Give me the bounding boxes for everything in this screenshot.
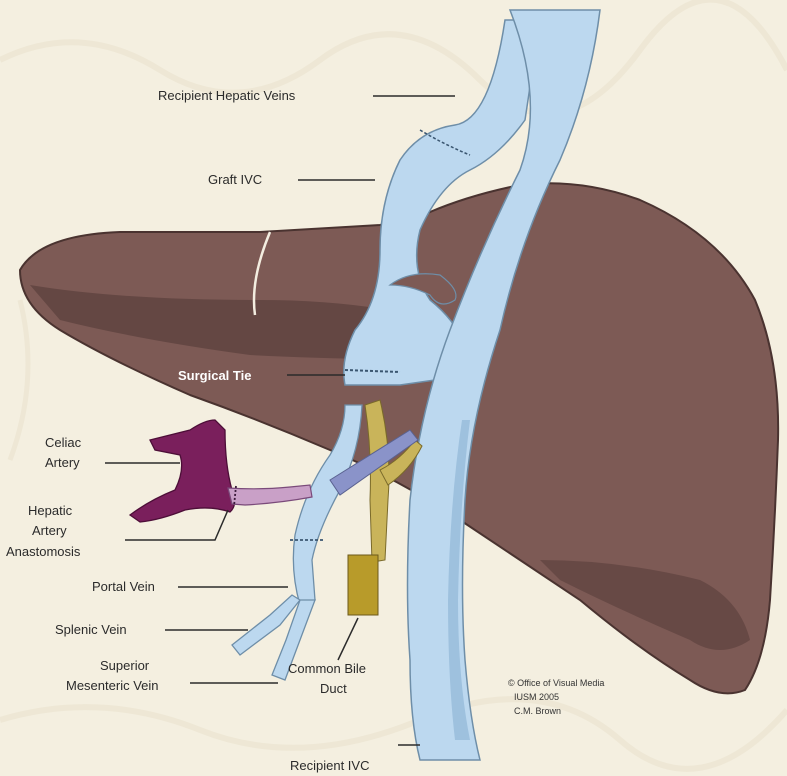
label-hepatic-artery-line1: Hepatic: [28, 503, 73, 518]
label-smv-line1: Superior: [100, 658, 150, 673]
credit-line3: C.M. Brown: [514, 706, 561, 716]
label-smv-line2: Mesenteric Vein: [66, 678, 159, 693]
credit-line2: IUSM 2005: [514, 692, 559, 702]
label-celiac-artery-line2: Artery: [45, 455, 80, 470]
label-recipient-ivc: Recipient IVC: [290, 758, 369, 773]
credit-line1: © Office of Visual Media: [508, 678, 604, 688]
label-hepatic-artery-line2: Artery: [32, 523, 67, 538]
label-cbd-line2: Duct: [320, 681, 347, 696]
label-recipient-hepatic-veins: Recipient Hepatic Veins: [158, 88, 296, 103]
label-celiac-artery-line1: Celiac: [45, 435, 82, 450]
label-splenic-vein: Splenic Vein: [55, 622, 127, 637]
label-hepatic-artery-line3: Anastomosis: [6, 544, 81, 559]
bile-duct-end: [348, 555, 378, 615]
label-graft-ivc: Graft IVC: [208, 172, 262, 187]
label-cbd-line1: Common Bile: [288, 661, 366, 676]
label-portal-vein: Portal Vein: [92, 579, 155, 594]
label-surgical-tie: Surgical Tie: [178, 368, 251, 383]
